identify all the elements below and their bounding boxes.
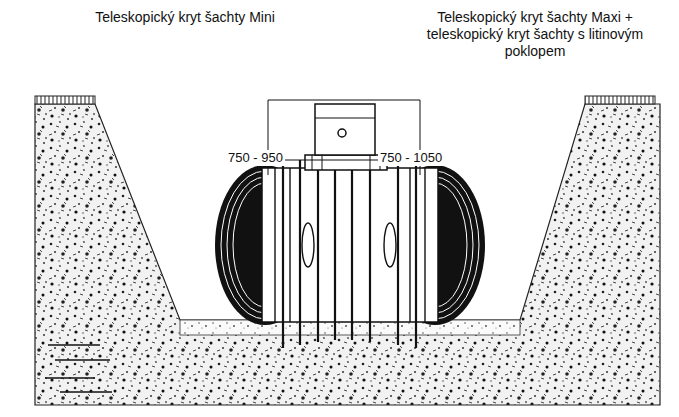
cover-label: Teleskopický kryt šachty Mini [95, 9, 275, 26]
cover-label: Teleskopický kryt šachty Maxi + teleskop… [420, 9, 650, 60]
dimension-label: 750 - 1050 [378, 150, 444, 166]
dimension-label: 750 - 950 [226, 150, 285, 166]
